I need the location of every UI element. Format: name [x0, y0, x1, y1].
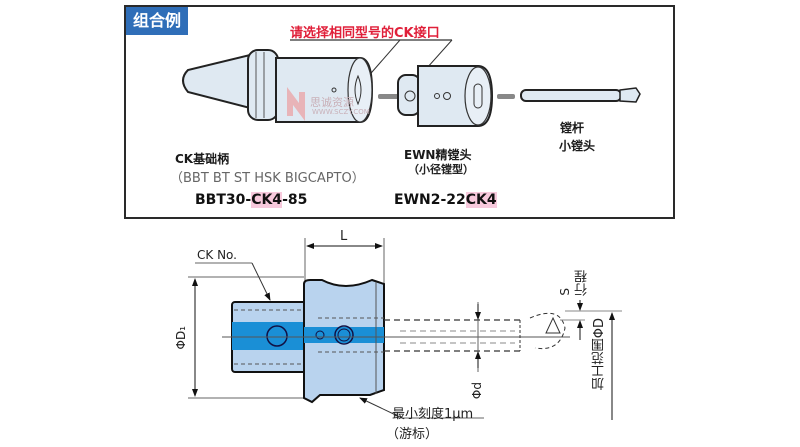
boring-head-model-prefix: EWN2-22 [394, 192, 466, 208]
shank-model-prefix: BBT30- [195, 192, 252, 208]
watermark-brand: 思诚资源 [310, 96, 354, 109]
ck-interface-note: 请选择相同型号的CK接口 [290, 26, 440, 41]
shank-model-suffix: -85 [282, 192, 308, 208]
watermark-site: WWW.SCZY.COM [312, 108, 370, 116]
panel-tag: 组合例 [126, 7, 188, 35]
dim-S-label: S [558, 288, 572, 296]
machining-range-label: 加工范围ΦD [592, 318, 607, 391]
boring-head-model-ck: CK4 [465, 192, 497, 208]
boring-bar-hidden-lines [384, 312, 566, 352]
connector-dash-2 [497, 94, 515, 99]
watermark-logo [287, 87, 305, 121]
dim-D1-label: ΦD₁ [174, 326, 188, 350]
boring-head-type: （小径镗型） [408, 163, 474, 176]
dim-d-label: Φd [470, 382, 484, 400]
vernier-label: （游标） [386, 427, 439, 442]
boring-head-model: EWN2-22CK4 [394, 192, 497, 208]
shank-illustration [182, 49, 374, 123]
boring-head-illustration [397, 65, 494, 127]
shank-model: BBT30-CK4-85 [195, 192, 307, 208]
stroke-label: 行程 [575, 270, 590, 296]
ck-no-leader [251, 262, 271, 301]
boring-head-section [303, 278, 385, 404]
boring-bar-illustration [520, 87, 641, 103]
boring-bar-sub: 小镗头 [559, 139, 596, 153]
ck-no-label: CK No. [197, 248, 237, 262]
shank-name: CK基础柄 [175, 152, 230, 166]
vernier-leader [359, 397, 403, 419]
boring-bar-name: 镗杆 [560, 121, 585, 135]
boring-head-name: EWN精镗头 [404, 148, 472, 162]
shank-model-ck: CK4 [251, 192, 283, 208]
connector-dash-1 [378, 94, 402, 99]
shank-types: （BBT BT ST HSK BIGCAPTO） [170, 171, 365, 186]
dim-L-label: L [340, 229, 348, 244]
min-scale-label: 最小刻度1μm [392, 407, 474, 422]
